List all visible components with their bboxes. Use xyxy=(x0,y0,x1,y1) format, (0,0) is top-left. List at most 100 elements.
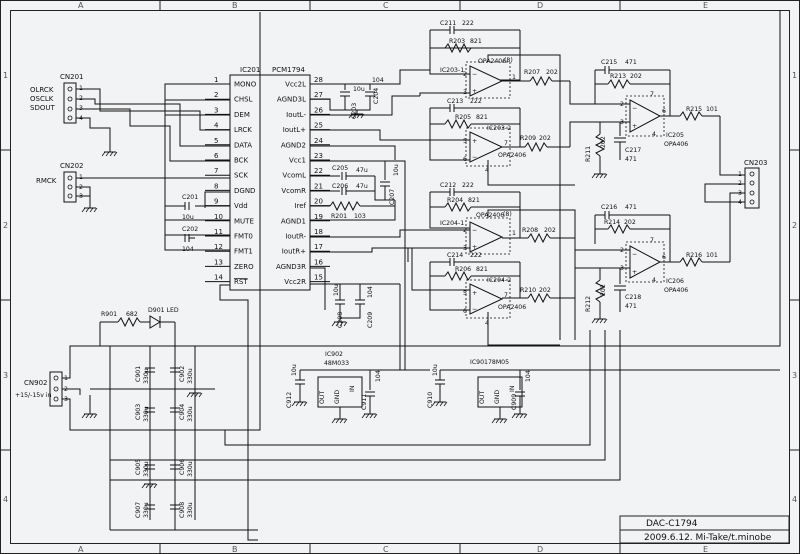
c216-val: 471 xyxy=(625,204,637,211)
r901-ref: R901 xyxy=(101,311,117,318)
ic201-pin-26-name: IoutL- xyxy=(286,111,306,119)
c206-val: 47u xyxy=(356,183,368,190)
grid-row-2-right: 2 xyxy=(792,221,797,230)
ic201-pin-22-number: 22 xyxy=(314,167,323,175)
ic201-pin-11-number: 11 xyxy=(214,228,223,236)
grid-row-1-right: 1 xyxy=(792,71,797,80)
ic201-pin-13-name: ZERO xyxy=(234,263,254,271)
grid-row-4-right: 4 xyxy=(792,495,797,504)
ic201-pin-15-name: Vcc2R xyxy=(284,278,306,286)
ic901-ref: IC90178M05 xyxy=(470,359,509,366)
ic201-ref: IC201 xyxy=(240,66,260,74)
ic901-regulator: IC90178M05 OUT GND IN C910 10u C909 104 xyxy=(427,359,780,424)
c905-ref: C905 xyxy=(135,459,142,475)
ic201-pin-2-number: 2 xyxy=(214,91,218,99)
ic902-pin-gnd: GND xyxy=(334,390,341,404)
ic201-pin-12-name: FMT1 xyxy=(234,248,253,256)
c201-val: 10u xyxy=(182,214,194,221)
c215-ref: C215 xyxy=(601,59,617,66)
grid-col-c-top: C xyxy=(383,1,389,10)
ic201-pin-17-number: 17 xyxy=(314,243,323,251)
ic204-1-ref: IC204-1 xyxy=(440,220,464,227)
ic201-pin-17-name: IoutR+ xyxy=(282,248,306,256)
ic205-output-stage: C215 471 R213 202 − + 2 3 6 7 4 IC205 OP… xyxy=(569,59,745,179)
r206-val: 821 xyxy=(476,266,488,273)
c912-ref: C912 xyxy=(286,392,293,408)
c907-val: 330u xyxy=(143,502,150,518)
ic201-pin-25-number: 25 xyxy=(314,122,323,130)
ic201-pin-7-number: 7 xyxy=(214,167,218,175)
title-block: DAC-C1794 2009.6.12. Mi-Take/t.minobe xyxy=(619,515,790,544)
ic901-pin-in: IN xyxy=(509,385,516,392)
opa2406c-mark: (8) xyxy=(503,211,512,218)
ic206-pin-6: 6 xyxy=(662,254,666,261)
c902-ref: C902 xyxy=(179,366,186,382)
c202-val: 104 xyxy=(182,246,194,253)
ic201-pin-27-name: AGND3L xyxy=(277,96,306,104)
r214-ref: R214 xyxy=(604,219,620,226)
cn902-connector: CN902 +15/-15v in 1 2 3 xyxy=(15,371,68,407)
grid-col-e-top: E xyxy=(703,1,708,10)
digital-input-wiring: C201 10u C202 104 xyxy=(76,83,258,541)
ic201-part: PCM1794 xyxy=(272,66,306,74)
cn201-ref: CN201 xyxy=(60,73,84,81)
ic201-pin-3-name: DEM xyxy=(234,111,250,119)
ic203-1-pin-1: 1 xyxy=(512,74,516,81)
ic201-pin-24-number: 24 xyxy=(314,137,323,145)
c911-ref: C911 xyxy=(361,394,368,410)
c217-ref: C217 xyxy=(625,147,641,154)
ic201-pin-19-name: AGND1 xyxy=(281,217,306,225)
c203-val: 10u xyxy=(353,86,365,93)
ic201-pin-20-number: 20 xyxy=(314,198,323,206)
cn902-ref: CN902 xyxy=(24,379,48,387)
ic201-pin-20-name: Iref xyxy=(294,202,306,210)
ic201-pin-11-name: FMT0 xyxy=(234,233,253,241)
d901-ref: D901 LED xyxy=(148,307,179,314)
c215-val: 471 xyxy=(625,59,637,66)
r211-ref: R211 xyxy=(585,146,592,162)
cn203-ref: CN203 xyxy=(744,159,768,167)
right-channel-iv-stage: C212 222 R204 821 − + IC204-1 OPA2406 (8… xyxy=(407,182,576,346)
r216-ref: R216 xyxy=(686,252,702,259)
ic201-pin-6-name: BCK xyxy=(234,157,249,165)
grid-col-b-bottom: B xyxy=(232,545,238,554)
cn201-connector: CN201 OLRCK OSCLK SDOUT 1 2 3 4 xyxy=(30,73,84,124)
r208-val: 202 xyxy=(544,227,556,234)
ic201-pin-16-number: 16 xyxy=(314,258,323,266)
ic201-pin-22-name: VcomL xyxy=(282,172,306,180)
c203-ref: C203 xyxy=(351,103,358,119)
svg-text:+: + xyxy=(472,244,477,251)
r205-ref: R205 xyxy=(455,114,471,121)
grid-row-1-left: 1 xyxy=(3,71,8,80)
grid-row-2-left: 2 xyxy=(3,221,8,230)
c205-val: 47u xyxy=(356,167,368,174)
ic201-pin-13-number: 13 xyxy=(214,258,223,266)
svg-text:+: + xyxy=(472,290,477,297)
ic201-pin-25-name: IoutL+ xyxy=(283,126,306,134)
c218-val: 471 xyxy=(625,303,637,310)
power-supply: R901 682 D901 LED C901 330u C902 xyxy=(62,10,781,531)
c208-val: 10u xyxy=(333,284,340,296)
r213-val: 202 xyxy=(630,73,642,80)
svg-text:+: + xyxy=(632,123,637,130)
c204-ref: C204 xyxy=(373,88,380,104)
r210-ref: R210 xyxy=(520,287,536,294)
ic201-pcm1794: IC201 PCM1794 1MONO2CHSL3DEM4LRCK5DATA6B… xyxy=(205,66,330,291)
c901-ref: C901 xyxy=(135,366,142,382)
r211-val: 202 xyxy=(600,136,607,148)
ic902-pin-in: IN xyxy=(349,385,356,392)
r207-val: 202 xyxy=(546,69,558,76)
ic902-ref: IC902 xyxy=(325,351,343,358)
ic201-pin-28-name: Vcc2L xyxy=(285,81,306,89)
r213-ref: R213 xyxy=(610,73,626,80)
ic201-pin-21-name: VcomR xyxy=(281,187,306,195)
r209-val: 202 xyxy=(539,135,551,142)
c214-val: 222 xyxy=(470,252,482,259)
svg-text:−: − xyxy=(632,105,637,112)
ic204-2-pin-7: 7 xyxy=(504,292,508,299)
r212-ref: R212 xyxy=(585,296,592,312)
ic201-pin-14-name: RST xyxy=(234,278,248,286)
cn201-signal-osclk: OSCLK xyxy=(30,95,54,103)
ic902-regulator: IC902 48M033 OUT GND IN C912 10u C911 10… xyxy=(286,351,430,424)
